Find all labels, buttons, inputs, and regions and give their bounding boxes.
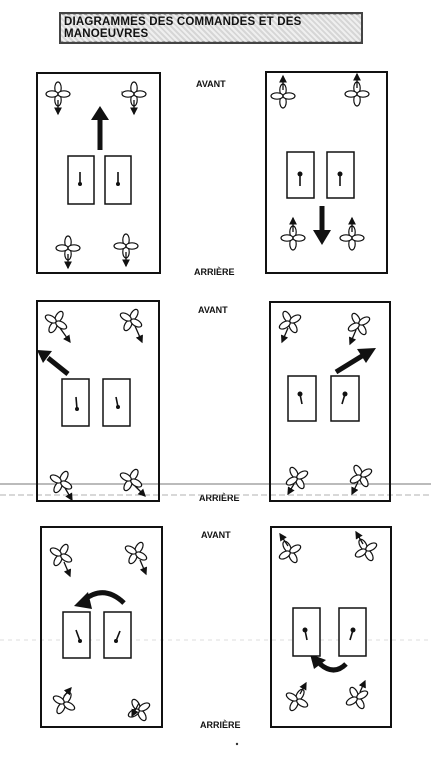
movement-arrow bbox=[37, 350, 70, 376]
control-stick-right bbox=[326, 151, 355, 199]
rotor-icon bbox=[114, 303, 148, 337]
label-rear-2: ARRIÈRE bbox=[199, 493, 240, 503]
control-stick-right bbox=[102, 378, 131, 427]
rotor-icon bbox=[273, 305, 307, 339]
movement-arrow bbox=[91, 106, 109, 150]
rotor-icon bbox=[121, 81, 147, 116]
movement-arrow bbox=[334, 348, 376, 375]
panel-backward bbox=[265, 71, 388, 274]
rotation-arrow bbox=[74, 590, 126, 609]
panel-rotate-left bbox=[40, 526, 163, 728]
rotor-icon bbox=[44, 538, 78, 572]
rotor-icon bbox=[270, 74, 296, 109]
control-stick-left bbox=[67, 155, 95, 205]
label-front-2: AVANT bbox=[198, 305, 228, 315]
rotor-icon bbox=[280, 461, 314, 495]
page-title: DIAGRAMMES DES COMMANDES ET DES MANOEUVR… bbox=[61, 15, 361, 41]
panel-forward bbox=[36, 72, 161, 274]
speck bbox=[121, 91, 123, 93]
control-stick-right bbox=[104, 155, 132, 205]
control-stick-right bbox=[103, 611, 132, 659]
label-rear-1: ARRIÈRE bbox=[194, 267, 235, 277]
control-stick-left bbox=[286, 151, 315, 199]
rotor-icon bbox=[39, 305, 73, 339]
title-banner: DIAGRAMMES DES COMMANDES ET DES MANOEUVR… bbox=[59, 12, 363, 44]
rotor-icon bbox=[349, 533, 383, 567]
control-stick-left bbox=[62, 611, 91, 659]
rotor-icon bbox=[339, 216, 365, 251]
panel-forward-right bbox=[269, 301, 391, 502]
rotor-icon bbox=[342, 307, 376, 341]
control-stick-right bbox=[330, 375, 360, 422]
label-rear-3: ARRIÈRE bbox=[200, 720, 241, 730]
rotor-icon bbox=[344, 459, 378, 493]
rotor-icon bbox=[344, 72, 370, 107]
label-front-3: AVANT bbox=[201, 530, 231, 540]
panel-rotate-right bbox=[270, 526, 392, 728]
rotor-icon bbox=[273, 535, 307, 569]
rotor-icon bbox=[55, 235, 81, 270]
rotor-icon bbox=[114, 463, 148, 497]
rotor-icon bbox=[44, 465, 78, 499]
movement-arrow bbox=[313, 206, 331, 245]
rotor-icon bbox=[113, 233, 139, 268]
rotor-icon bbox=[280, 683, 314, 717]
control-stick-right bbox=[338, 607, 367, 657]
control-stick-left bbox=[287, 375, 317, 422]
rotor-icon bbox=[119, 536, 153, 570]
rotor-icon bbox=[340, 681, 374, 715]
control-stick-left bbox=[292, 607, 321, 657]
rotor-icon bbox=[122, 693, 156, 727]
rotor-icon bbox=[47, 686, 81, 720]
rotor-icon bbox=[45, 81, 71, 116]
rotor-icon bbox=[280, 216, 306, 251]
panel-forward-left bbox=[36, 300, 160, 502]
control-stick-left bbox=[61, 378, 90, 427]
rotation-arrow bbox=[310, 654, 348, 673]
label-front-1: AVANT bbox=[196, 79, 226, 89]
speck bbox=[235, 742, 239, 746]
